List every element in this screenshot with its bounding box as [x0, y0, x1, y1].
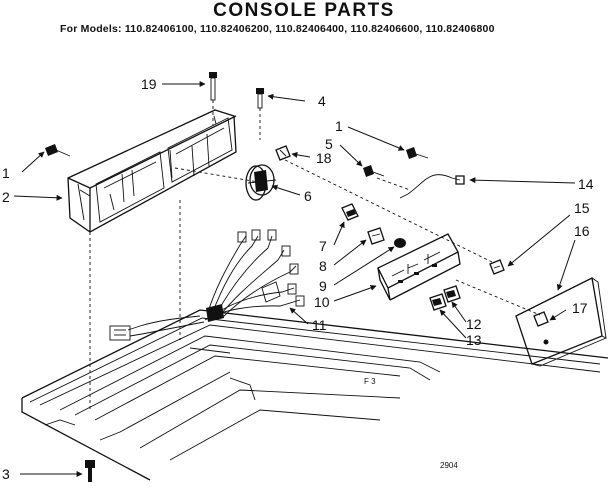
lamp-8: [367, 227, 385, 245]
callout-16: 16: [574, 223, 590, 239]
callout-9: 9: [319, 278, 327, 294]
callout-13: 13: [466, 332, 482, 348]
centerline-screw-5: [376, 177, 411, 191]
fastener-17: [533, 311, 549, 345]
callout-1-right: 1: [335, 118, 343, 134]
screw-1-left: [45, 144, 71, 157]
leader-lines: [13, 81, 576, 477]
callout-15: 15: [574, 200, 590, 216]
callout-14: 14: [578, 176, 594, 192]
callout-10: 10: [314, 294, 330, 310]
callout-6: 6: [304, 188, 312, 204]
callout-1-left: 1: [2, 165, 10, 181]
callout-7: 7: [319, 238, 327, 254]
centerline-switch: [284, 159, 493, 263]
bracket-16: [515, 277, 607, 367]
inset-mark: F 3: [364, 377, 376, 386]
wire-harness-11: [109, 229, 305, 341]
models-list: For Models: 110.82406100, 110.82406200, …: [60, 23, 495, 35]
cord-14: [399, 174, 465, 199]
clip-18: [275, 145, 291, 161]
button-9: [394, 238, 406, 248]
knob-12: [443, 285, 461, 303]
console-housing: [67, 109, 237, 233]
switch-7: [341, 203, 359, 221]
washer-top: [21, 309, 608, 481]
callout-17: 17: [572, 300, 588, 316]
callout-3: 3: [2, 466, 10, 482]
callout-12: 12: [466, 316, 482, 332]
screw-19: [209, 72, 217, 101]
page-code: 2904: [440, 461, 458, 470]
diagram-title: CONSOLE PARTS: [213, 0, 395, 21]
callout-5: 5: [325, 136, 333, 152]
screw-15: [489, 259, 505, 275]
callout-2: 2: [2, 189, 10, 205]
screw-1-right: [406, 147, 429, 159]
screw-5: [363, 165, 385, 177]
callout-18: 18: [316, 150, 332, 166]
callout-19: 19: [141, 76, 157, 92]
callout-4: 4: [318, 93, 326, 109]
screw-4: [256, 88, 264, 109]
control-panel-10: [377, 233, 461, 301]
knob-13: [429, 293, 447, 311]
callout-8: 8: [319, 258, 327, 274]
screw-3: [85, 460, 95, 482]
timer-knob-6: [245, 164, 277, 201]
centerline-knob: [174, 167, 259, 183]
callout-11: 11: [312, 317, 327, 333]
